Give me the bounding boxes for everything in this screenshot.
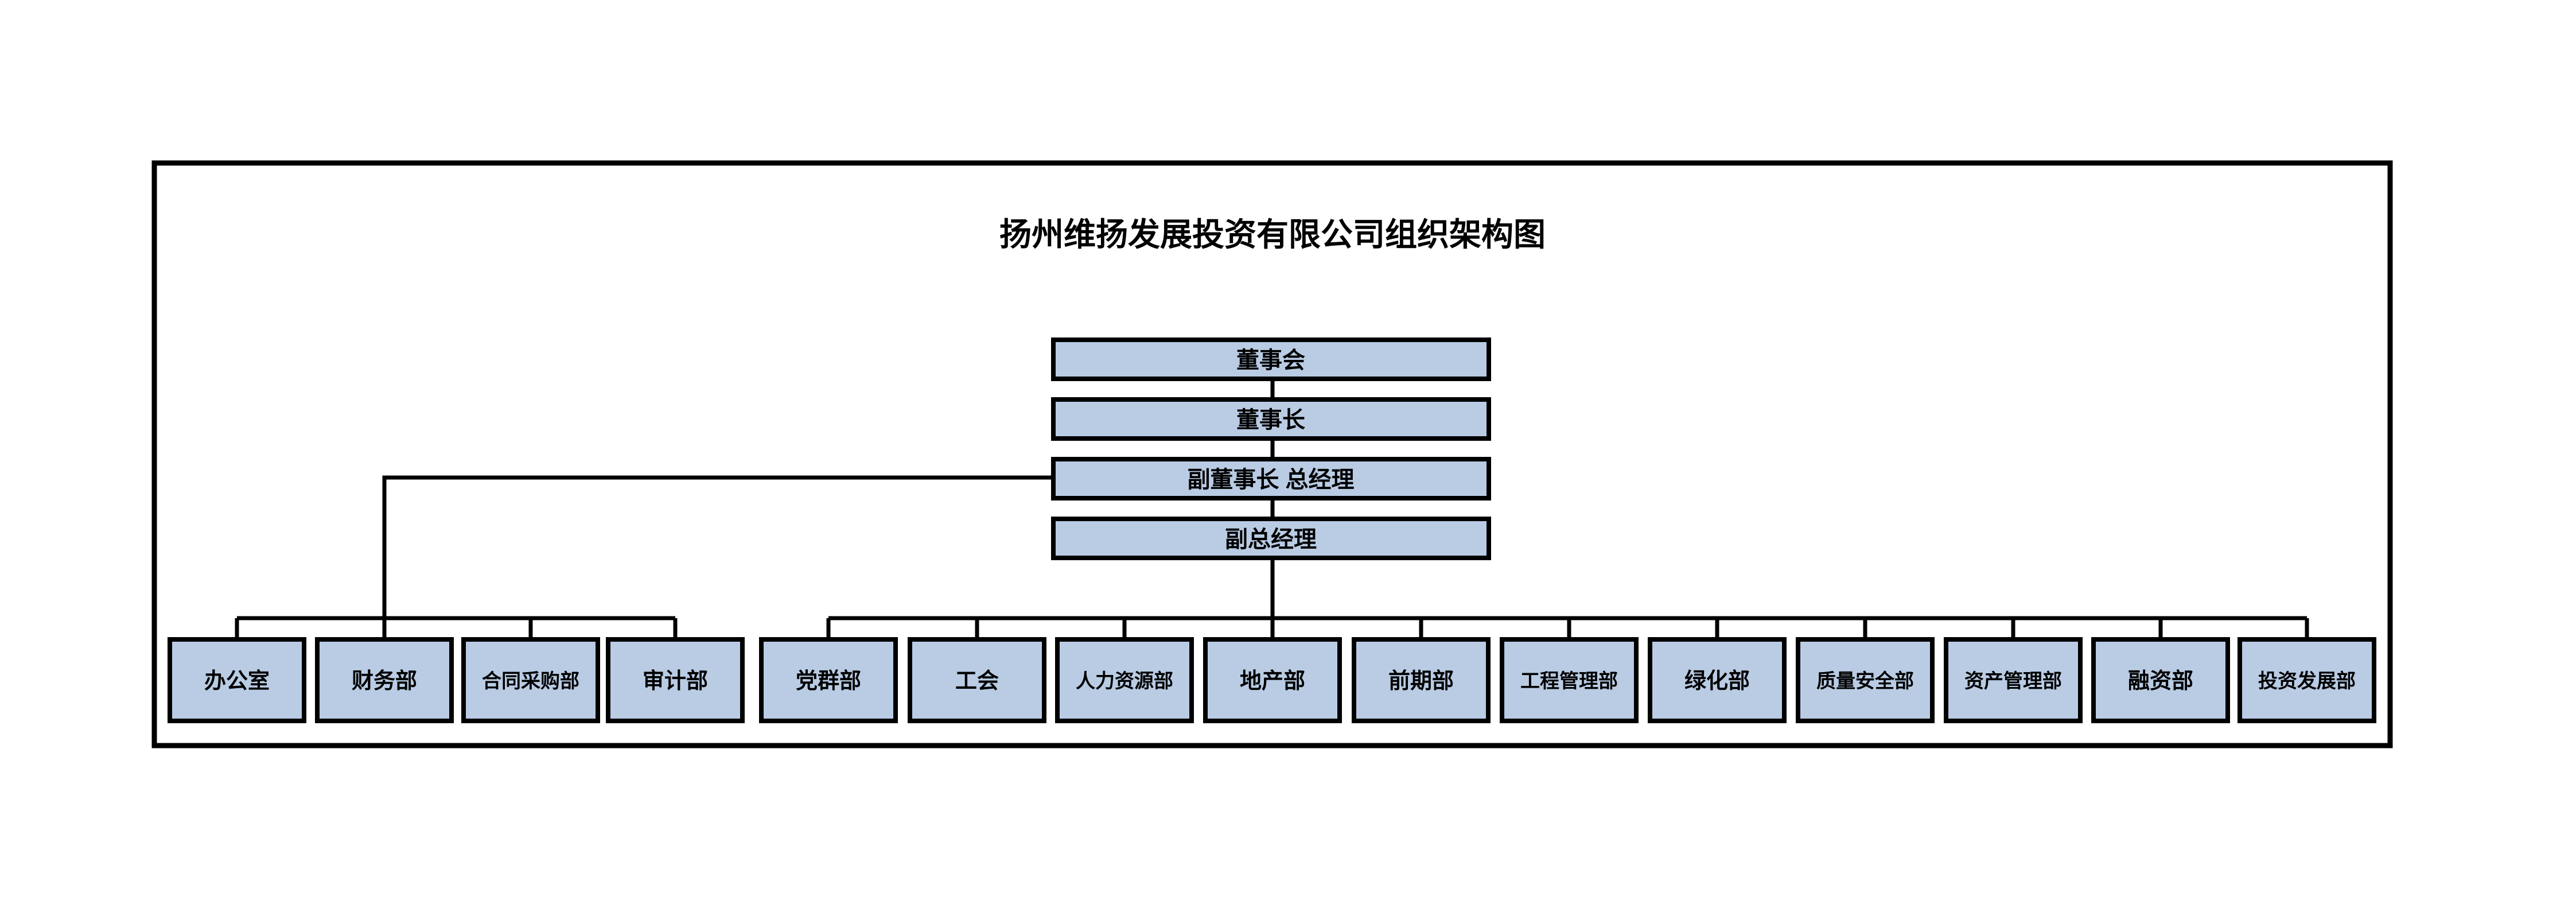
node-dept-7-label: 人力资源部 [1076, 670, 1173, 692]
node-dept-4-label: 审计部 [643, 669, 708, 693]
node-dept-8-label: 地产部 [1240, 669, 1305, 693]
node-dept-15-label: 投资发展部 [2258, 670, 2356, 692]
node-dept-14-label: 融资部 [2128, 669, 2193, 693]
node-chairman[interactable]: 董事长 [1051, 397, 1491, 441]
node-dept-5-box[interactable] [759, 637, 898, 723]
node-dept-4-box[interactable] [606, 637, 745, 723]
node-dept-10-box[interactable] [1500, 637, 1639, 723]
node-dept-3-label: 合同采购部 [482, 670, 579, 692]
node-dept-15-box[interactable] [2238, 637, 2376, 723]
node-dept-12-label: 质量安全部 [1816, 670, 1914, 692]
connector-layer [235, 379, 2309, 639]
node-dept-1[interactable]: 办公室 [168, 637, 306, 723]
node-vice-chairman-gm-box[interactable] [1051, 457, 1491, 501]
node-dept-4[interactable]: 审计部 [606, 637, 745, 723]
node-chairman-box[interactable] [1051, 397, 1491, 441]
node-board-label: 董事会 [1236, 348, 1305, 373]
chart-title: 扬州维扬发展投资有限公司组织架构图 [999, 218, 1546, 253]
node-dept-9[interactable]: 前期部 [1352, 637, 1491, 723]
node-board[interactable]: 董事会 [1051, 337, 1491, 381]
node-dept-2-label: 财务部 [352, 669, 417, 693]
node-dept-15[interactable]: 投资发展部 [2238, 637, 2376, 723]
node-dept-3-box[interactable] [461, 637, 600, 723]
node-dept-11[interactable]: 绿化部 [1648, 637, 1787, 723]
node-dept-1-label: 办公室 [204, 669, 270, 693]
node-dept-7[interactable]: 人力资源部 [1055, 637, 1194, 723]
node-dept-12[interactable]: 质量安全部 [1796, 637, 1935, 723]
node-dept-2[interactable]: 财务部 [315, 637, 454, 723]
node-dept-13[interactable]: 资产管理部 [1944, 637, 2083, 723]
node-vice-chairman-gm-label: 副董事长 总经理 [1187, 467, 1354, 492]
executive-nodes: 董事会 董事长 副董事长 总经理 副总经理 [1051, 337, 1491, 560]
node-dept-8[interactable]: 地产部 [1203, 637, 1342, 723]
node-deputy-gm[interactable]: 副总经理 [1051, 517, 1491, 560]
node-dept-14[interactable]: 融资部 [2091, 637, 2230, 723]
node-deputy-gm-box[interactable] [1051, 517, 1491, 560]
node-dept-13-box[interactable] [1944, 637, 2083, 723]
department-nodes: 办公室 财务部 合同采购部 审计部 党群部 工会 [168, 637, 2376, 723]
node-deputy-gm-label: 副总经理 [1225, 527, 1317, 552]
node-dept-5-label: 党群部 [796, 669, 861, 693]
node-dept-13-label: 资产管理部 [1964, 670, 2062, 692]
node-dept-6[interactable]: 工会 [908, 637, 1046, 723]
node-board-box[interactable] [1051, 337, 1491, 381]
node-dept-7-box[interactable] [1055, 637, 1194, 723]
node-dept-8-box[interactable] [1203, 637, 1342, 723]
node-chairman-label: 董事长 [1236, 408, 1305, 433]
node-dept-6-box[interactable] [908, 637, 1046, 723]
node-dept-14-box[interactable] [2091, 637, 2230, 723]
node-dept-9-label: 前期部 [1388, 669, 1454, 693]
node-dept-10-label: 工程管理部 [1520, 670, 1618, 692]
node-dept-2-box[interactable] [315, 637, 454, 723]
node-dept-11-label: 绿化部 [1684, 669, 1750, 693]
node-dept-5[interactable]: 党群部 [759, 637, 898, 723]
node-vice-chairman-gm[interactable]: 副董事长 总经理 [1051, 457, 1491, 501]
node-dept-10[interactable]: 工程管理部 [1500, 637, 1639, 723]
node-dept-11-box[interactable] [1648, 637, 1787, 723]
node-dept-3[interactable]: 合同采购部 [461, 637, 600, 723]
node-dept-9-box[interactable] [1352, 637, 1491, 723]
node-dept-6-label: 工会 [955, 669, 999, 693]
connector-vice-chairman-to-left-bus [382, 475, 1053, 618]
node-dept-12-box[interactable] [1796, 637, 1935, 723]
node-dept-1-box[interactable] [168, 637, 306, 723]
